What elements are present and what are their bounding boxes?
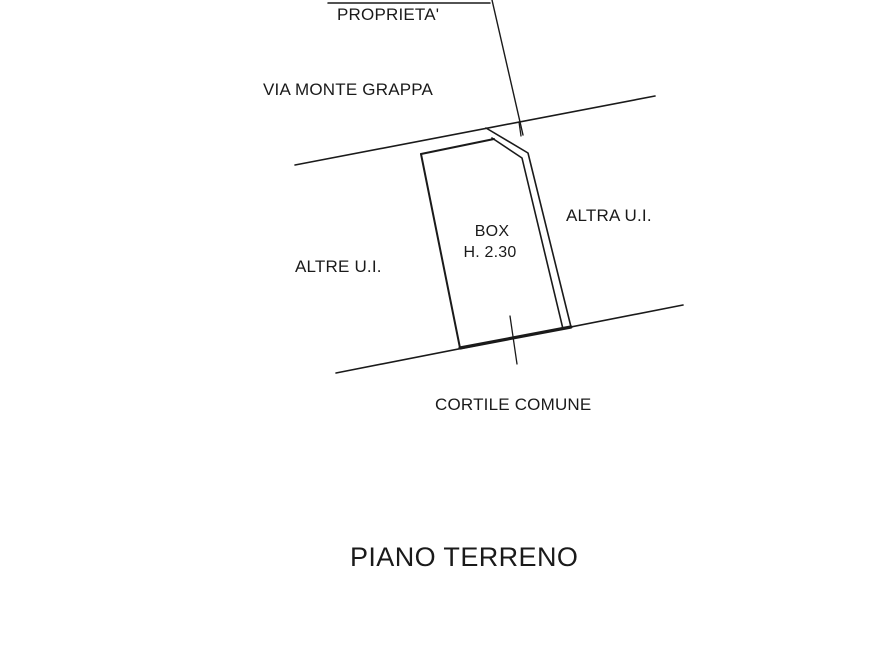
corner-tick-mark (518, 121, 522, 137)
label-piano-terreno: PIANO TERRENO (350, 542, 579, 572)
box-right-wall-inner (491, 137, 564, 330)
entrance-tick-mark (509, 315, 518, 365)
box-right-wall-outer (485, 127, 572, 328)
property-diagonal-line (491, 0, 524, 136)
box-top-wall (420, 138, 495, 155)
label-via-monte-grappa: VIA MONTE GRAPPA (263, 80, 434, 99)
label-proprieta: PROPRIETA' (337, 5, 440, 24)
box-left-wall (420, 153, 461, 349)
label-box-line1: BOX (474, 223, 510, 240)
label-box-height: H. 2.30 (463, 244, 517, 261)
street-boundary-line (294, 95, 656, 166)
box-bottom-wall (458, 325, 573, 350)
label-altre-ui: ALTRE U.I. (295, 257, 382, 276)
label-altra-ui: ALTRA U.I. (566, 206, 652, 225)
label-cortile-comune: CORTILE COMUNE (435, 395, 592, 414)
